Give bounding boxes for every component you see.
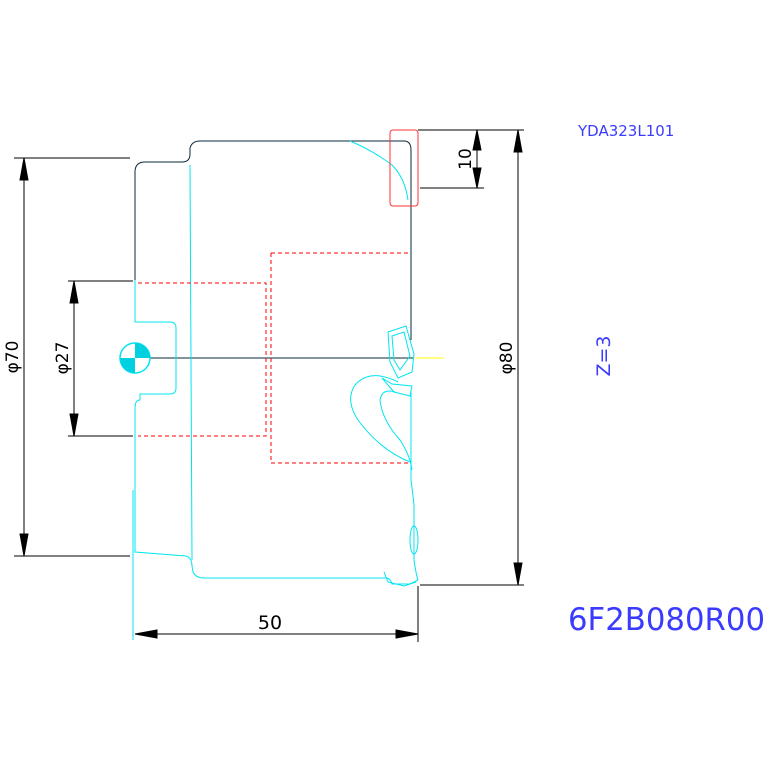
arrow-50-right bbox=[395, 629, 419, 639]
hidden-lines bbox=[138, 252, 410, 464]
cutting-insert-inner bbox=[391, 331, 411, 371]
arrow-phi80-top bbox=[513, 129, 523, 153]
outline-top-contour bbox=[134, 140, 412, 340]
arrow-50-left bbox=[134, 629, 158, 639]
dimensions bbox=[14, 129, 524, 642]
chip-pocket-inner bbox=[379, 390, 413, 471]
cutting-insert bbox=[387, 325, 415, 379]
dim-text-phi80: φ80 bbox=[497, 342, 517, 375]
arrow-10-bottom bbox=[472, 167, 482, 189]
arrow-phi70-top bbox=[19, 157, 29, 181]
dim-text-50: 50 bbox=[258, 612, 282, 634]
part-code-label: YDA323L101 bbox=[577, 122, 674, 140]
dim-text-phi27: φ27 bbox=[53, 342, 73, 375]
arrow-phi80-bottom bbox=[513, 562, 523, 586]
hidden-pocket bbox=[270, 252, 410, 464]
part-number-label: 6F2B080R00 bbox=[568, 602, 765, 638]
screw-detail bbox=[409, 525, 419, 555]
arrow-phi70-bottom bbox=[19, 533, 29, 557]
insert-highlight-box bbox=[389, 129, 419, 207]
arrow-phi27-bottom bbox=[69, 413, 79, 437]
insert-wedge bbox=[381, 377, 413, 397]
arrow-phi27-top bbox=[69, 280, 79, 304]
teeth-count-label: Z=3 bbox=[593, 335, 615, 376]
dim-text-10: 10 bbox=[456, 148, 476, 170]
right-edge-lower bbox=[410, 390, 419, 581]
datum-symbol bbox=[119, 342, 151, 374]
arrow-10-top bbox=[472, 129, 482, 151]
top-insert-curve bbox=[349, 140, 409, 201]
cyan-geometry bbox=[132, 140, 419, 640]
body-inner-line bbox=[189, 164, 193, 561]
lower-contour bbox=[134, 280, 419, 585]
hidden-bore bbox=[138, 282, 267, 437]
part-outline bbox=[134, 140, 414, 359]
bottom-lip bbox=[383, 571, 417, 587]
dim-text-phi70: φ70 bbox=[3, 341, 23, 374]
chip-pocket bbox=[350, 375, 411, 463]
